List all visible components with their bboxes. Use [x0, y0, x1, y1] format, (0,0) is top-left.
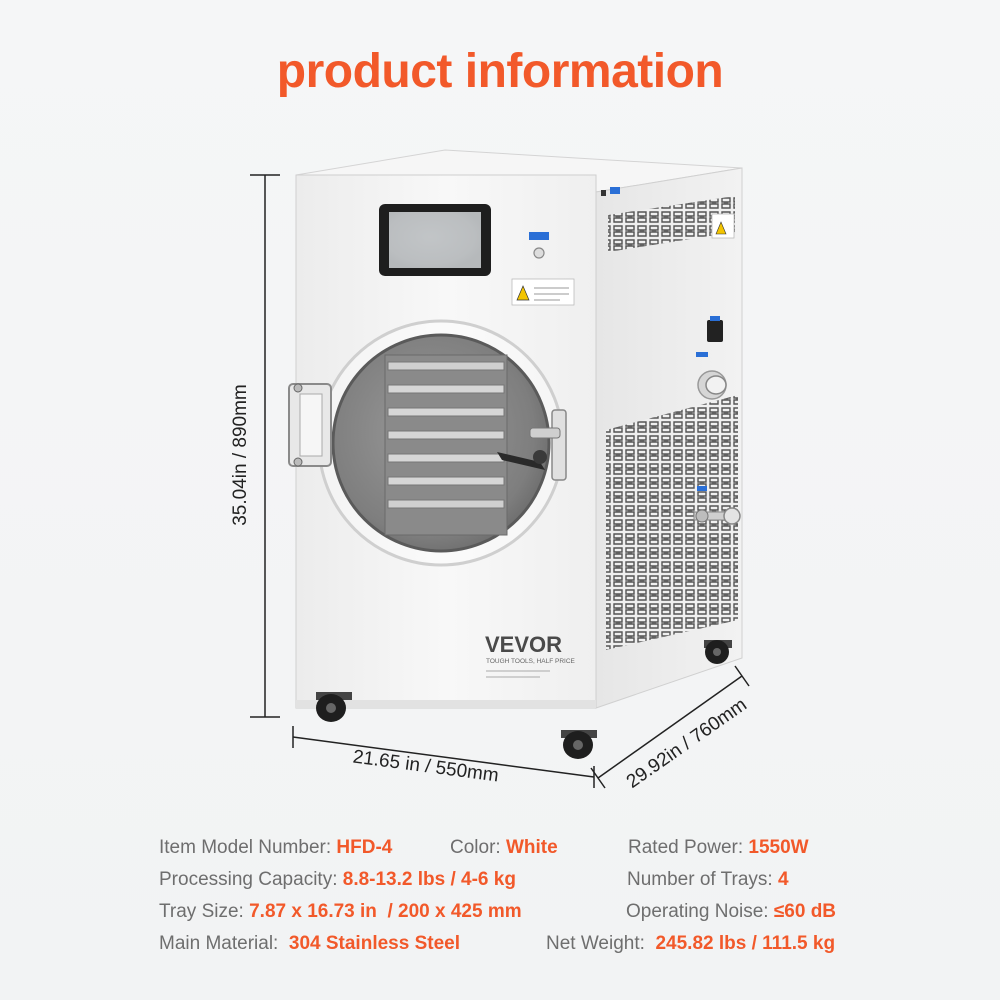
spec-capacity-value: 8.8-13.2 lbs / 4-6 kg: [342, 869, 516, 890]
door-handle[interactable]: [497, 409, 567, 481]
brand-logo: VEVOR: [485, 632, 562, 657]
spec-trays-label: Number of Trays:: [627, 869, 778, 890]
spec-trays-value: 4: [778, 869, 789, 890]
power-button-label: [529, 232, 549, 240]
spec-material-label: Main Material:: [159, 933, 284, 954]
spec-material-value: 304 Stainless Steel: [283, 933, 460, 954]
spec-capacity-label: Processing Capacity:: [159, 869, 343, 890]
spec-power: Rated Power: 1550W: [628, 838, 809, 857]
tray-shelves: [384, 354, 508, 536]
spec-noise-value: ≤60 dB: [773, 901, 837, 922]
side-ports: [693, 316, 741, 525]
spec-model-value: HFD-4: [336, 837, 393, 858]
page-title: product information: [276, 45, 724, 98]
spec-power-value: 1550W: [748, 837, 809, 858]
spec-weight-label: Net Weight:: [546, 933, 651, 954]
spec-model-label: Item Model Number:: [159, 837, 337, 858]
height-label: 35.04in / 890mm: [230, 384, 251, 526]
spec-tray-size: Tray Size: 7.87 x 16.73 in / 200 x 425 m…: [159, 902, 522, 921]
side-vent-top: [608, 196, 735, 252]
spec-noise-label: Operating Noise:: [626, 901, 774, 922]
spec-color-value: White: [505, 837, 558, 858]
spec-material: Main Material: 304 Stainless Steel: [159, 934, 460, 953]
spec-trays: Number of Trays: 4: [627, 870, 789, 889]
caster-wheels: [316, 640, 732, 759]
spec-tray-size-value: 7.87 x 16.73 in / 200 x 425 mm: [249, 901, 522, 922]
width-dimension: 21.65 in / 550mm: [292, 726, 595, 788]
spec-capacity: Processing Capacity: 8.8-13.2 lbs / 4-6 …: [159, 870, 516, 889]
chamber-door[interactable]: [317, 319, 565, 567]
height-dimension: 35.04in / 890mm: [230, 174, 280, 718]
side-warning-label: [711, 213, 735, 239]
power-button[interactable]: [533, 247, 545, 259]
spec-tray-size-label: Tray Size:: [159, 901, 250, 922]
side-vent-main: [606, 395, 738, 650]
spec-model: Item Model Number: HFD-4: [159, 838, 392, 857]
spec-weight-value: 245.82 lbs / 111.5 kg: [650, 933, 836, 954]
freeze-dryer-illustration: 35.04in / 890mm 21.65 in / 550mm 29.92in…: [230, 149, 751, 793]
spec-color: Color: White: [450, 838, 558, 857]
door-hinge: [288, 383, 332, 467]
spec-noise: Operating Noise: ≤60 dB: [626, 902, 836, 921]
spec-power-label: Rated Power:: [628, 837, 749, 858]
spec-color-label: Color:: [450, 837, 506, 858]
spec-weight: Net Weight: 245.82 lbs / 111.5 kg: [546, 934, 835, 953]
depth-label: 29.92in / 760mm: [623, 694, 751, 792]
width-label: 21.65 in / 550mm: [352, 747, 500, 787]
brand-tagline: TOUGH TOOLS, HALF PRICE: [486, 658, 576, 665]
touch-screen[interactable]: [379, 204, 491, 276]
